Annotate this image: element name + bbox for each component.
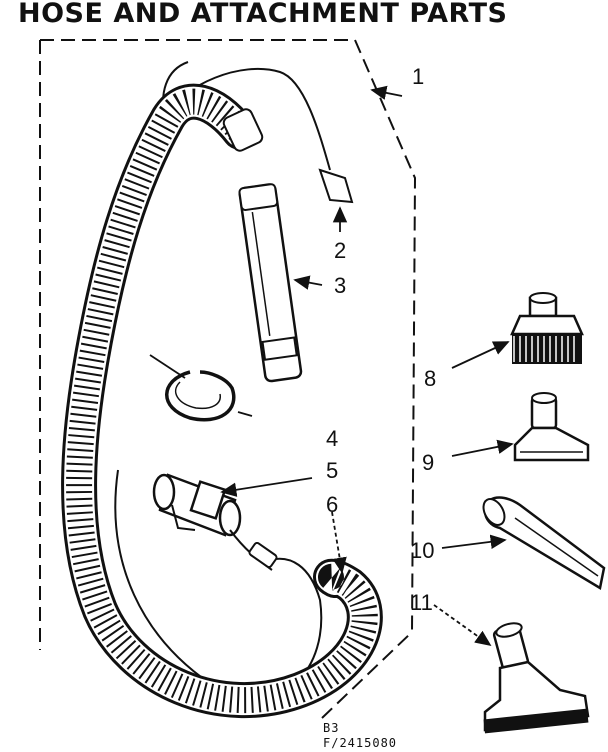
cord-connector bbox=[318, 168, 354, 204]
hose-end-cuff bbox=[222, 108, 264, 152]
leader-1 bbox=[370, 85, 403, 100]
hose-coupling bbox=[152, 473, 242, 537]
leader-6 bbox=[331, 511, 347, 574]
cord-wire bbox=[162, 61, 331, 171]
callout-4: 4 bbox=[326, 426, 339, 451]
figure-code: B3 bbox=[323, 721, 340, 735]
assembly-boundary bbox=[40, 39, 417, 633]
leader-8 bbox=[451, 341, 510, 369]
leader-9 bbox=[451, 439, 514, 457]
leader-ring bbox=[149, 354, 186, 379]
callout-6: 6 bbox=[326, 492, 339, 517]
leader-ring-b bbox=[237, 411, 253, 417]
leader-11 bbox=[433, 604, 492, 647]
callout-3: 3 bbox=[334, 273, 347, 298]
crevice-tool bbox=[482, 496, 606, 590]
leader-5 bbox=[220, 477, 313, 497]
flex-hose-ribs bbox=[66, 88, 378, 714]
callout-10: 10 bbox=[410, 538, 435, 563]
callout-9: 9 bbox=[422, 450, 435, 475]
callout-8: 8 bbox=[424, 366, 437, 391]
ring-clip bbox=[165, 370, 236, 422]
ring-clip-inner bbox=[175, 381, 221, 410]
diagram-title: HOSE AND ATTACHMENT PARTS bbox=[18, 0, 508, 29]
leader-3 bbox=[293, 275, 323, 290]
callout-5: 5 bbox=[326, 458, 339, 483]
leader-10 bbox=[441, 534, 507, 549]
floor-brush bbox=[483, 622, 590, 734]
extension-tube bbox=[238, 183, 303, 383]
callout-1: 1 bbox=[412, 64, 425, 89]
callout-11: 11 bbox=[410, 590, 433, 615]
switch-block bbox=[248, 541, 278, 569]
dusting-brush bbox=[510, 292, 584, 364]
upholstery-nozzle bbox=[513, 392, 590, 462]
part-number: F/2415080 bbox=[323, 736, 398, 750]
callout-2: 2 bbox=[334, 238, 347, 263]
